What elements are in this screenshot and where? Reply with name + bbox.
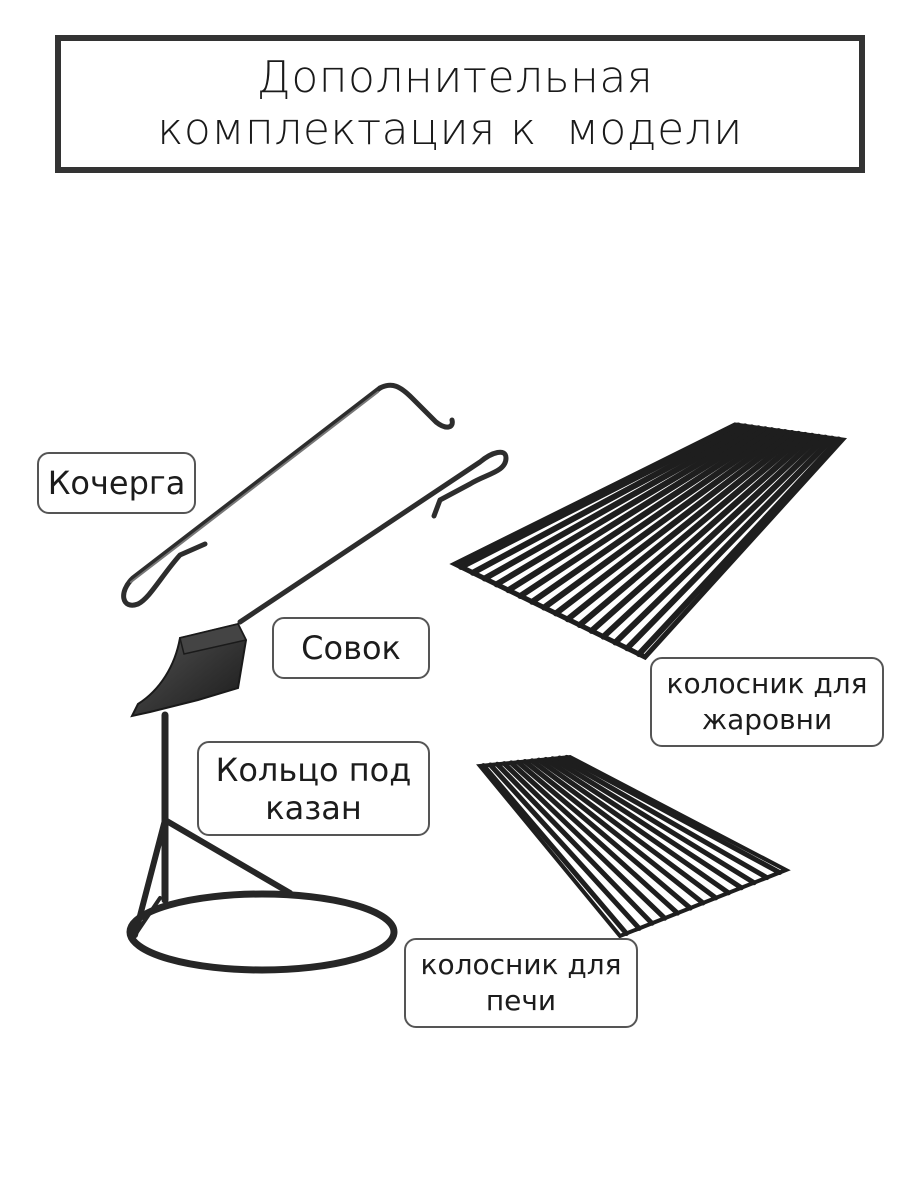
stove-grate-bar [550, 756, 757, 886]
brazier-grate-image [449, 422, 848, 661]
brazier-grate-bar [493, 425, 762, 588]
brazier-grate-bar [624, 435, 835, 652]
brazier-grate-bar [636, 436, 842, 658]
stove-grate-bar [501, 761, 668, 921]
ring-stand-image [126, 711, 398, 974]
title-line-2: комплектация к модели [157, 104, 743, 155]
brazier-grate-bar [541, 429, 789, 611]
brazier-grate-bar [469, 423, 749, 576]
brazier-grate-bar [576, 431, 809, 629]
label-shovel: Совок [272, 617, 430, 679]
label-stove-grate-line1: колосник для [420, 948, 622, 981]
brazier-grate-bar [552, 429, 795, 617]
stove-grate-bar [494, 761, 655, 926]
brazier-grate-bar [457, 422, 742, 570]
label-poker-text: Кочерга [47, 464, 186, 502]
stove-grate-bar [543, 756, 744, 891]
brazier-grate-bar [600, 433, 822, 640]
brazier-grate-bar [481, 424, 755, 582]
brazier-grate-bar [517, 427, 775, 599]
stove-grate-bar [515, 759, 693, 911]
label-shovel-text: Совок [301, 629, 401, 667]
poker-image [121, 382, 455, 608]
label-brazier-grate-line1: колосник для [666, 667, 868, 700]
title-line-1: Дополнительная [256, 52, 654, 103]
stove-grate-bar [536, 757, 732, 896]
label-brazier-grate: колосник для жаровни [650, 657, 884, 747]
brazier-grate-bar [588, 432, 815, 634]
stove-grate-image [476, 754, 791, 939]
label-brazier-grate-line2: жаровни [701, 703, 833, 736]
brazier-grate-bar [505, 426, 769, 594]
stove-grate-bar [564, 754, 783, 876]
title-box: Дополнительная комплектация к модели [55, 35, 865, 173]
brazier-grate-bar [564, 430, 802, 623]
label-poker: Кочерга [37, 452, 196, 514]
label-stove-grate-line2: печи [485, 984, 557, 1017]
stove-grate-bar [508, 760, 680, 916]
brazier-grate-bar [612, 434, 829, 646]
label-ring-stand-line2: казан [265, 788, 362, 827]
stove-grate-bar [487, 762, 642, 931]
label-ring-stand-line1: Кольцо под [215, 750, 412, 789]
label-ring-stand: Кольцо под казан [197, 741, 430, 836]
stove-grate-bar [557, 755, 770, 881]
label-stove-grate: колосник для печи [404, 938, 638, 1028]
brazier-grate-bar [529, 428, 782, 605]
stove-grate-bar [480, 763, 629, 936]
shovel-image [130, 449, 509, 718]
stove-grate-bar [522, 759, 706, 906]
stove-grate-bar [529, 758, 719, 901]
